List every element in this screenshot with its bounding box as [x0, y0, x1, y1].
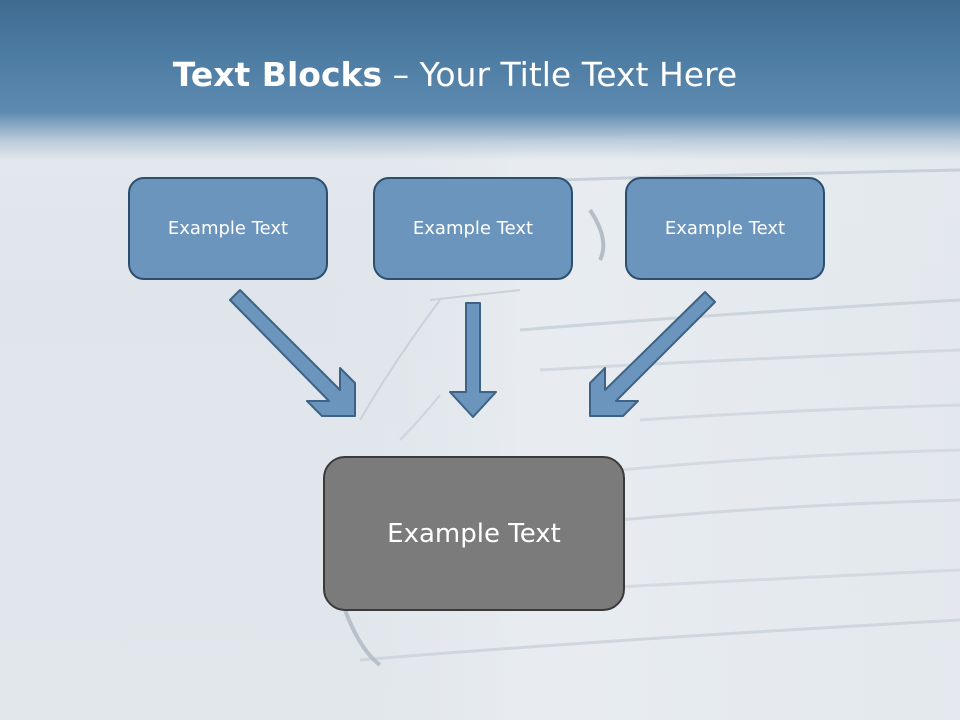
text-block-1-label: Example Text: [167, 218, 289, 239]
title-rest-text: Your Title Text Here: [419, 55, 738, 94]
result-block[interactable]: Example Text: [323, 456, 625, 611]
header-band: [0, 0, 960, 160]
slide-title: Text Blocks – Your Title Text Here: [0, 52, 960, 98]
result-block-label: Example Text: [387, 518, 561, 549]
title-bold-text: Text Blocks: [172, 55, 383, 94]
text-block-1[interactable]: Example Text: [128, 177, 328, 280]
arrow-down-right-icon[interactable]: [229, 289, 356, 417]
text-block-2-label: Example Text: [412, 218, 534, 239]
arrow-down-icon[interactable]: [449, 302, 497, 418]
title-separator: –: [382, 55, 420, 94]
arrow-down-left-icon[interactable]: [589, 291, 716, 417]
text-block-3[interactable]: Example Text: [625, 177, 825, 280]
text-block-2[interactable]: Example Text: [373, 177, 573, 280]
text-block-3-label: Example Text: [664, 218, 786, 239]
